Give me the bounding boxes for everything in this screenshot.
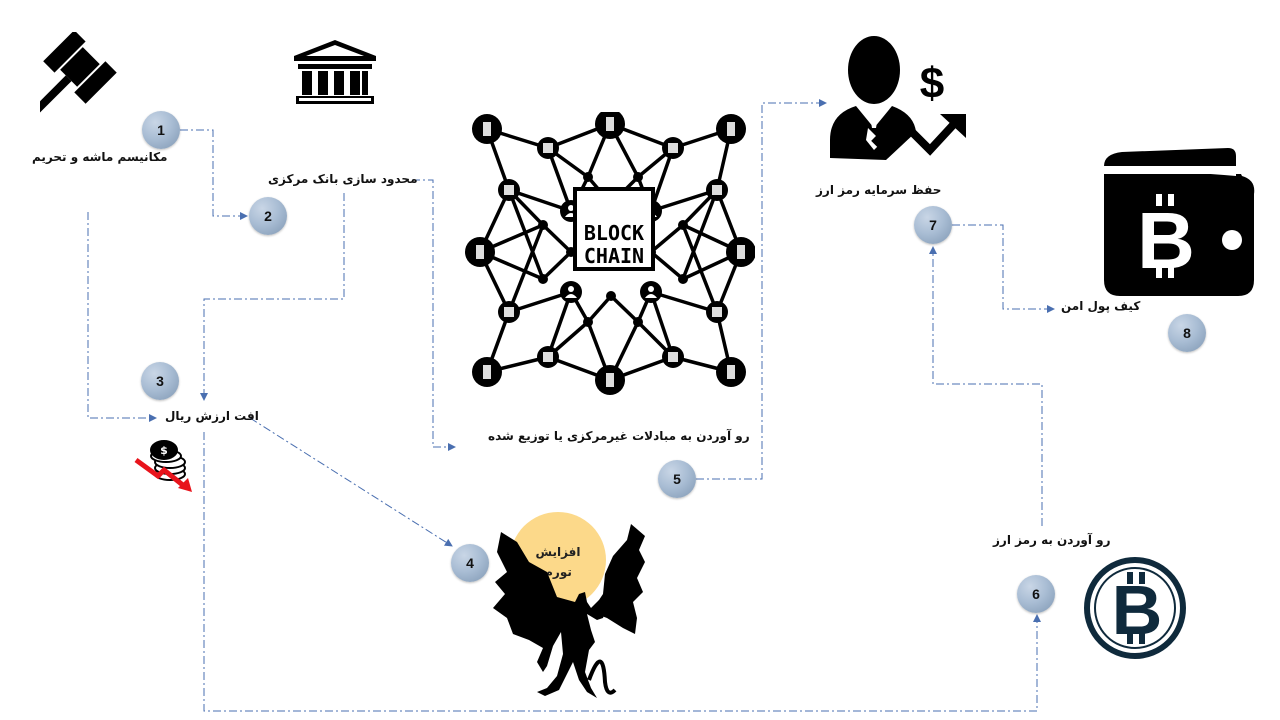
network-edge	[681, 189, 719, 280]
chip-glyph	[668, 143, 678, 153]
investor-growth-icon: $	[830, 36, 966, 160]
gavel-icon	[40, 32, 117, 114]
network-edge	[586, 294, 613, 324]
connector-7-8	[952, 224, 1055, 313]
connector-3-6	[203, 432, 1041, 712]
user-glyph-body	[565, 294, 577, 298]
server-glyph	[727, 365, 735, 379]
network-dot	[583, 172, 593, 182]
server-glyph	[606, 373, 614, 387]
connector-5-7	[696, 99, 827, 480]
step-6-label: رو آوردن به رمز ارز	[993, 533, 1111, 547]
user-glyph-body	[645, 294, 657, 298]
step-1-badge: 1	[142, 111, 180, 149]
network-edge	[546, 147, 573, 212]
bitcoin-wallet-icon: B	[1104, 148, 1255, 296]
chip-glyph	[543, 352, 553, 362]
coins-decline-icon: $	[134, 440, 192, 492]
chip-glyph	[712, 185, 722, 195]
server-glyph	[483, 122, 491, 136]
network-dot	[583, 317, 593, 327]
blockchain-text-line1: BLOCK	[584, 221, 644, 245]
step-5-badge: 5	[658, 460, 696, 498]
network-edge	[681, 224, 719, 313]
network-edge	[650, 188, 718, 213]
server-glyph	[727, 122, 735, 136]
step-1-label: مکانیسم ماشه و تحریم	[32, 150, 168, 164]
network-edge	[649, 223, 685, 254]
server-glyph	[483, 365, 491, 379]
connector-6-7	[929, 246, 1043, 526]
step-7-badge: 7	[914, 206, 952, 244]
step-8-badge: 8	[1168, 314, 1206, 352]
network-dot	[538, 274, 548, 284]
step-3-label: افت ارزش ریال	[165, 409, 259, 423]
step-2-label: محدود سازی بانک مرکزی	[268, 172, 418, 186]
step-8-label: کیف پول امن	[1061, 299, 1141, 313]
network-dot	[678, 220, 688, 230]
coin-dollar-symbol: $	[160, 444, 168, 457]
network-dot	[633, 317, 643, 327]
dragon-icon	[493, 524, 645, 698]
server-glyph	[606, 117, 614, 131]
blockchain-center-box	[573, 187, 655, 271]
user-glyph	[568, 205, 574, 211]
network-edge	[541, 223, 573, 254]
step-2-badge: 2	[249, 197, 287, 235]
chip-glyph	[668, 352, 678, 362]
network-dot	[606, 291, 616, 301]
network-edge	[507, 224, 545, 313]
dollar-symbol: $	[920, 59, 944, 108]
chip-glyph	[504, 307, 514, 317]
connector-2-5	[412, 179, 456, 451]
server-glyph	[476, 245, 484, 259]
step-4-label-line1: افزایش	[535, 545, 581, 559]
step-7-label: حفظ سرمایه رمز ارز	[816, 183, 942, 197]
connector-3-4	[249, 417, 453, 547]
blockchain-network-icon: BLOCK CHAIN	[465, 112, 755, 395]
chip-glyph	[712, 307, 722, 317]
bitcoin-coin-icon: B	[1084, 557, 1186, 659]
network-edge	[507, 189, 545, 280]
network-dot	[678, 274, 688, 284]
connector-1-2	[180, 129, 248, 220]
connector-gavel-3	[87, 212, 157, 422]
network-dot	[633, 172, 643, 182]
network-edge	[546, 291, 573, 358]
network-edge	[541, 250, 573, 281]
chip-glyph	[504, 185, 514, 195]
wallet-bitcoin-symbol: B	[1137, 196, 1195, 285]
network-edge	[650, 290, 718, 314]
step-4-label: افزایش تورم	[520, 542, 596, 582]
step-4-badge: 4	[451, 544, 489, 582]
blockchain-text-line2: CHAIN	[584, 244, 644, 268]
bank-icon	[294, 40, 376, 104]
step-6-badge: 6	[1017, 575, 1055, 613]
connector-2-3	[200, 193, 345, 401]
step-3-badge: 3	[141, 362, 179, 400]
step-4-label-line2: تورم	[544, 565, 572, 579]
network-edge	[609, 294, 640, 324]
user-glyph	[648, 286, 654, 292]
network-edge	[649, 250, 685, 281]
network-edge	[649, 291, 675, 358]
chip-glyph	[543, 143, 553, 153]
server-glyph	[737, 245, 745, 259]
step-5-label: رو آوردن به مبادلات غیرمرکزی یا توزیع شد…	[488, 429, 750, 443]
user-glyph	[568, 286, 574, 292]
bitcoin-symbol: B	[1112, 571, 1163, 649]
network-dot	[538, 220, 548, 230]
